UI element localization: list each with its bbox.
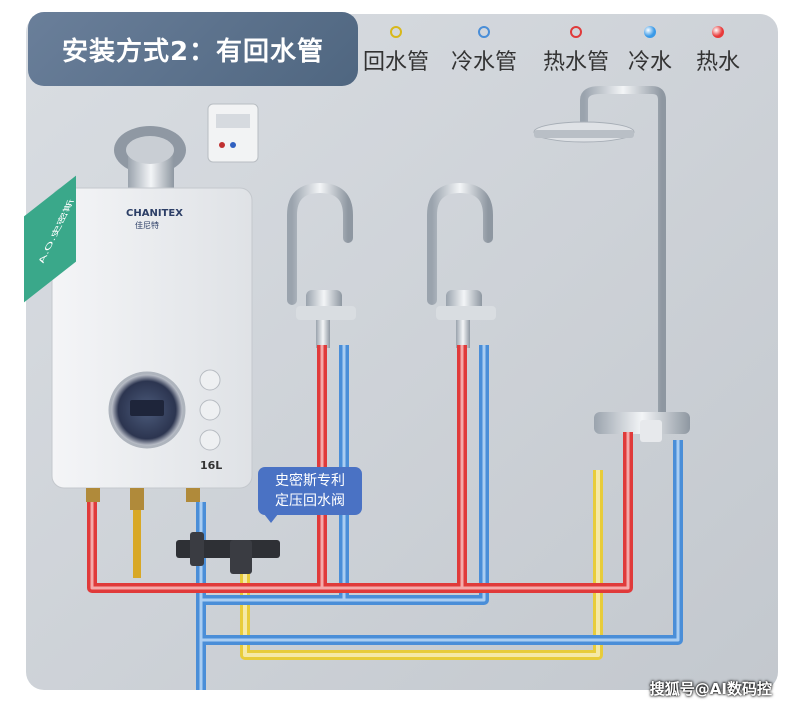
legend-return-pipe-marker [390, 26, 402, 38]
legend-hot-pipe: 热水管 [543, 26, 609, 86]
return-valve-callout: 史密斯专利 定压回水阀 [258, 467, 362, 523]
heater-brand: CHANITEX [126, 208, 183, 219]
wall-background [26, 14, 778, 690]
legend-cold-water-label: 冷水 [628, 50, 673, 75]
heater-brand-cn: 佳尼特 [135, 221, 159, 230]
legend-hot-water-marker [712, 26, 724, 38]
legend-cold-pipe-marker [478, 26, 490, 38]
legend-hot-pipe-label: 热水管 [543, 50, 610, 75]
legend-cold-water-marker [644, 26, 656, 38]
legend-cold-pipe: 冷水管 [451, 26, 517, 86]
callout-line-2: 定压回水阀 [275, 493, 345, 509]
heater-capacity: 16L [200, 459, 223, 472]
exhaust-pipe [114, 126, 186, 190]
leak-protection-plug [207, 103, 259, 163]
legend-return-pipe-label: 回水管 [363, 50, 430, 75]
kitchen-faucet-left [287, 182, 356, 348]
callout-line-1: 史密斯专利 [275, 473, 345, 489]
page-title: 安装方式2：有回水管 [61, 36, 325, 67]
shower-set [533, 86, 690, 442]
legend-return-pipe: 回水管 [363, 26, 429, 86]
return-pipe-highlight [243, 470, 600, 657]
legend-hot-pipe-marker [570, 26, 582, 38]
watermark: 搜狐号@AI数码控 [649, 680, 772, 698]
legend-hot-water-label: 热水 [696, 50, 741, 75]
title-banner: 安装方式2：有回水管 [28, 12, 358, 86]
legend-cold-water: 冷水 [628, 26, 672, 86]
legend-cold-pipe-label: 冷水管 [451, 50, 518, 75]
brand-ribbon-text: A.O.史密斯 [36, 199, 77, 264]
cold-water-pipe-highlight [199, 345, 680, 690]
kitchen-faucet-right [427, 182, 496, 348]
hot-water-pipe-highlight [90, 345, 630, 590]
legend-hot-water: 热水 [696, 26, 740, 86]
water-heater [51, 187, 253, 510]
return-valve-fitting [176, 532, 280, 574]
